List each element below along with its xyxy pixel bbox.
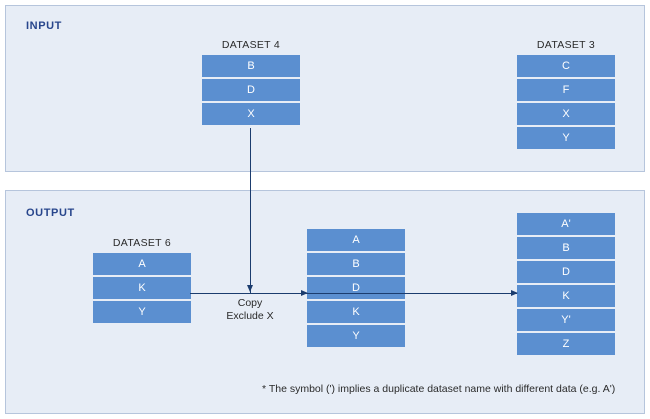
dataset-label: DATASET 3	[536, 39, 596, 51]
dataset-row: Y	[307, 325, 405, 347]
dataset-stack-dataset3: DATASET 3 C F X Y	[517, 39, 615, 149]
dataset-row: F	[517, 79, 615, 101]
dataset-row: B	[517, 237, 615, 259]
dataset-row: A'	[517, 213, 615, 235]
dataset-stack-dataset6: DATASET 6 A K Y	[93, 237, 191, 323]
dataset-stack-result: A' B D K Y' Z	[517, 213, 615, 355]
dataset-row: B	[307, 253, 405, 275]
dataset-row: C	[517, 55, 615, 77]
footnote-text: * The symbol (') implies a duplicate dat…	[262, 383, 616, 395]
dataset-row: D	[202, 79, 300, 101]
dataset-row: B	[202, 55, 300, 77]
dataset-row: Z	[517, 333, 615, 355]
dataset-row: D	[517, 261, 615, 283]
dataset-row: D	[307, 277, 405, 299]
dataset-row: Y	[93, 301, 191, 323]
dataset-stack-merged: A B D K Y	[307, 229, 405, 347]
output-panel-title: OUTPUT	[26, 207, 75, 219]
dataset-row: A	[307, 229, 405, 251]
input-panel-title: INPUT	[26, 20, 62, 32]
copy-label-line1: Copy	[237, 297, 263, 309]
dataset-stack-dataset4: DATASET 4 B D X	[202, 39, 300, 125]
dataset-row: Y'	[517, 309, 615, 331]
connector-line-dataset6-to-result	[190, 293, 517, 294]
dataset-row: X	[202, 103, 300, 125]
connector-line-dataset4-to-copy	[250, 128, 251, 293]
dataset-row: K	[517, 285, 615, 307]
dataset-label: DATASET 4	[221, 39, 281, 51]
dataset-row: K	[307, 301, 405, 323]
dataset-row: X	[517, 103, 615, 125]
copy-label-line2: Exclude X	[226, 310, 274, 322]
arrowhead-right-icon	[511, 289, 518, 296]
dataset-row: Y	[517, 127, 615, 149]
dataset-label: DATASET 6	[112, 237, 172, 249]
copy-exclude-label: Copy Exclude X	[205, 297, 295, 323]
dataset-row: A	[93, 253, 191, 275]
arrowhead-right-icon	[301, 289, 308, 296]
dataset-row: K	[93, 277, 191, 299]
arrowhead-down-icon	[247, 285, 253, 292]
